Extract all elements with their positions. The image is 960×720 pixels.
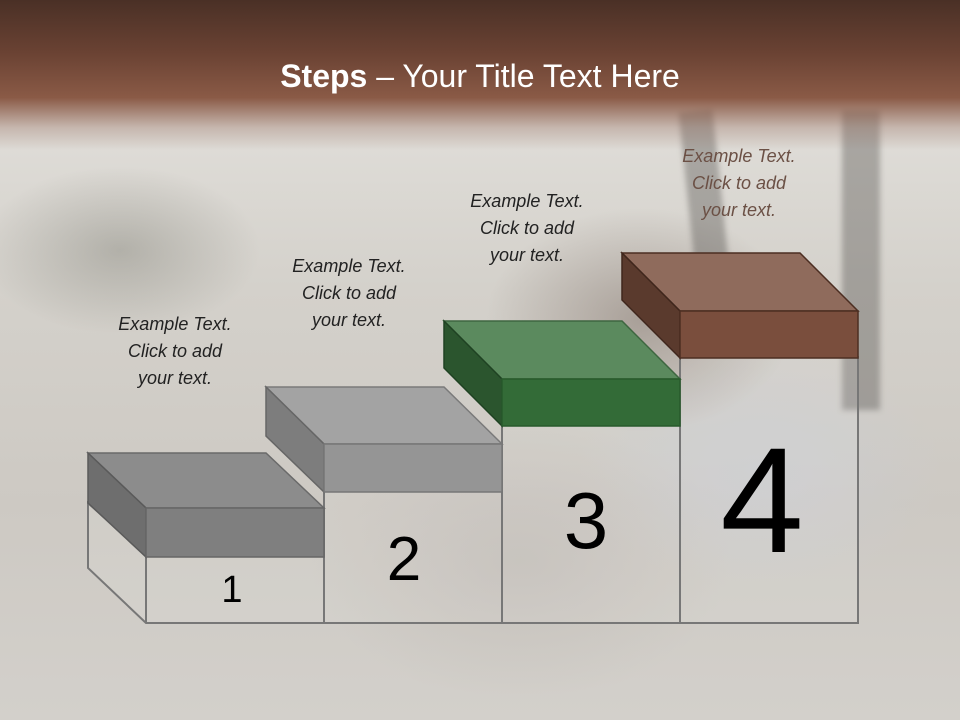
block-1[interactable] (86, 451, 326, 559)
step-3-text[interactable]: Example Text. Click to add your text. (470, 191, 584, 265)
block-2[interactable] (264, 385, 504, 494)
block-2-front (323, 443, 503, 493)
block-4[interactable] (620, 251, 860, 360)
step-2-text[interactable]: Example Text. Click to add your text. (292, 256, 406, 330)
step-4-number: 4 (720, 416, 804, 584)
block-4-front (679, 310, 859, 359)
step-4-text[interactable]: Example Text. Click to add your text. (682, 146, 796, 220)
block-3-front (501, 378, 681, 427)
title-rest: – Your Title Text Here (367, 58, 680, 94)
title-band (0, 0, 960, 150)
title-bold: Steps (280, 58, 368, 94)
block-1-front (145, 507, 325, 558)
block-3[interactable] (442, 319, 682, 428)
slide-title[interactable]: Steps – Your Title Text Here (0, 54, 960, 98)
step-2-number: 2 (386, 525, 422, 594)
step-1-number: 1 (221, 569, 243, 611)
background-pole (842, 110, 880, 410)
step-1-text[interactable]: Example Text. Click to add your text. (118, 314, 232, 388)
step-3-number: 3 (563, 476, 609, 565)
